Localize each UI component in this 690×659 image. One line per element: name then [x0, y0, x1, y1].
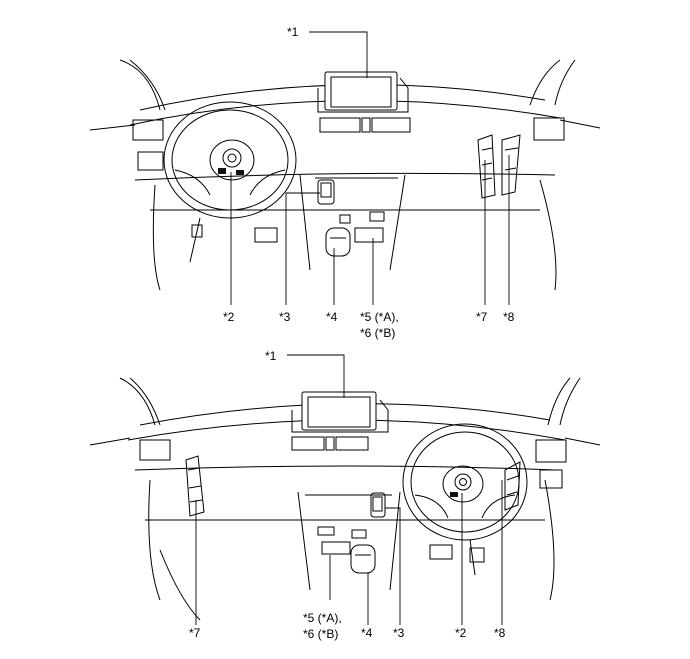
top-center-display: [317, 71, 409, 113]
bottom-callout-2: *2: [455, 626, 467, 640]
bottom-callout-5: *5 (*A),: [303, 611, 342, 625]
top-leader-1: [309, 31, 368, 78]
top-center-console: [299, 174, 406, 271]
bottom-callout-3: *3: [393, 626, 405, 640]
bottom-left-switches: [185, 455, 205, 517]
bottom-leader-1: [287, 354, 345, 398]
top-callout-2: *2: [223, 310, 235, 324]
bottom-callout-4: *4: [361, 626, 373, 640]
top-right-switches: [477, 134, 521, 199]
bottom-leader-3: [385, 507, 401, 625]
bottom-center-console: [297, 491, 401, 591]
top-callout-7: *7: [476, 310, 488, 324]
bottom-center-display: [291, 391, 389, 433]
top-steering-wheel: [163, 101, 297, 219]
top-callout-3: *3: [279, 310, 291, 324]
bottom-callout-8: *8: [494, 626, 506, 640]
top-callout-8: *8: [503, 310, 515, 324]
top-callout-5: *5 (*A),: [360, 310, 399, 324]
bottom-steering-wheel: [402, 423, 528, 541]
bottom-diagram-rhd: *1 *2 *3 *4 *5 (*A), *6 (*B) *7 *8: [89, 349, 601, 641]
bottom-callout-6: *6 (*B): [303, 627, 338, 641]
top-callout-4: *4: [326, 310, 338, 324]
bottom-callout-1: *1: [265, 349, 277, 363]
top-diagram-lhd: *1 *2 *3 *4 *5 (*A), *6 (*B) *7 *8: [89, 25, 601, 340]
top-leader-3: [285, 192, 320, 305]
bottom-right-switch: [504, 461, 521, 511]
bottom-callout-7: *7: [189, 626, 201, 640]
top-callout-6: *6 (*B): [360, 326, 395, 340]
top-callout-1: *1: [287, 25, 299, 39]
